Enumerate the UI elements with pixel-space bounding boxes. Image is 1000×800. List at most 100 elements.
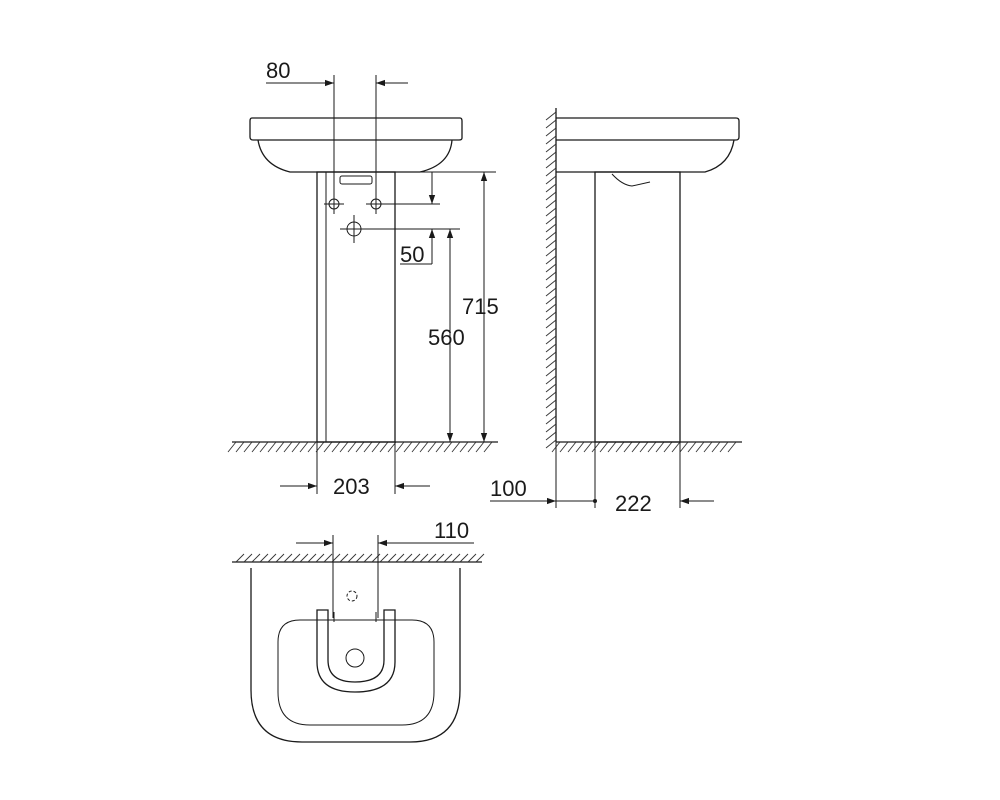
- hatch-line: [235, 441, 245, 453]
- hatch-line: [663, 441, 673, 453]
- hatch-line: [267, 441, 277, 453]
- hatch-line: [545, 391, 557, 401]
- hatch-line: [545, 127, 557, 137]
- dim-label-50: 50: [400, 242, 424, 267]
- hatch-line: [323, 553, 333, 563]
- side-wall: [545, 108, 557, 449]
- hatch-line: [591, 441, 601, 453]
- hatch-line: [243, 553, 253, 563]
- hatch-line: [545, 431, 557, 441]
- hatch-line: [545, 383, 557, 393]
- dim-label-222: 222: [615, 491, 652, 516]
- hatch-line: [545, 327, 557, 337]
- hatch-line: [395, 441, 405, 453]
- hatch-line: [545, 159, 557, 169]
- hatch-line: [545, 199, 557, 209]
- hatch-line: [427, 553, 437, 563]
- hatch-line: [545, 287, 557, 297]
- front-pipe-connections: [324, 194, 386, 243]
- hatch-line: [671, 441, 681, 453]
- hatch-line: [291, 553, 301, 563]
- hatch-line: [545, 303, 557, 313]
- dim-pipe-offset: 50: [362, 171, 496, 267]
- front-floor: [227, 441, 498, 453]
- hatch-line: [443, 441, 453, 453]
- hatch-line: [545, 247, 557, 257]
- hatch-line: [545, 151, 557, 161]
- front-basin: [249, 117, 463, 173]
- hatch-line: [291, 441, 301, 453]
- hatch-line: [243, 441, 253, 453]
- hatch-line: [545, 255, 557, 265]
- hatch-line: [545, 231, 557, 241]
- hatch-line: [331, 441, 341, 453]
- hatch-line: [607, 441, 617, 453]
- hatch-line: [323, 441, 333, 453]
- hatch-line: [545, 407, 557, 417]
- hatch-line: [545, 415, 557, 425]
- hatch-line: [435, 553, 445, 563]
- side-floor: [551, 441, 742, 453]
- hatch-line: [419, 553, 429, 563]
- hatch-line: [299, 441, 309, 453]
- front-view: 80 50 560 715 203: [227, 58, 499, 499]
- dim-outlet-height: 560: [428, 229, 465, 442]
- hatch-line: [545, 319, 557, 329]
- hatch-line: [545, 335, 557, 345]
- hatch-line: [379, 441, 389, 453]
- dim-label-715: 715: [462, 294, 499, 319]
- hatch-line: [395, 553, 405, 563]
- hatch-line: [435, 441, 445, 453]
- plan-view: 110: [232, 518, 485, 743]
- hatch-line: [379, 553, 389, 563]
- hatch-line: [459, 553, 469, 563]
- dim-label-560: 560: [428, 325, 465, 350]
- dim-tap-spacing: 80: [266, 58, 408, 210]
- hatch-line: [647, 441, 657, 453]
- front-pedestal: [316, 171, 396, 443]
- hatch-line: [545, 399, 557, 409]
- hatch-line: [339, 441, 349, 453]
- dim-label-203: 203: [333, 474, 370, 499]
- dim-pedestal-width: 203: [280, 442, 430, 499]
- side-pedestal: [594, 171, 681, 443]
- hatch-line: [427, 441, 437, 453]
- hatch-line: [251, 553, 261, 563]
- hatch-line: [387, 553, 397, 563]
- hatch-line: [363, 553, 373, 563]
- hatch-line: [259, 553, 269, 563]
- hatch-line: [583, 441, 593, 453]
- hatch-line: [483, 441, 493, 453]
- hatch-line: [467, 441, 477, 453]
- hatch-line: [545, 215, 557, 225]
- hatch-line: [227, 441, 237, 453]
- hatch-line: [719, 441, 729, 453]
- dim-label-110: 110: [434, 518, 469, 543]
- hatch-line: [559, 441, 569, 453]
- hatch-line: [545, 423, 557, 433]
- hatch-line: [599, 441, 609, 453]
- hatch-line: [283, 441, 293, 453]
- hatch-line: [545, 143, 557, 153]
- hatch-line: [355, 553, 365, 563]
- hatch-line: [545, 175, 557, 185]
- hatch-line: [451, 441, 461, 453]
- hatch-line: [419, 441, 429, 453]
- hatch-line: [545, 111, 557, 121]
- plan-wall: [232, 553, 485, 563]
- hatch-line: [545, 239, 557, 249]
- hatch-line: [403, 553, 413, 563]
- hatch-line: [703, 441, 713, 453]
- hatch-line: [299, 553, 309, 563]
- hatch-line: [545, 167, 557, 177]
- hatch-line: [467, 553, 477, 563]
- hatch-line: [315, 553, 325, 563]
- hatch-line: [307, 441, 317, 453]
- hatch-line: [545, 119, 557, 129]
- hatch-line: [545, 135, 557, 145]
- hatch-line: [339, 553, 349, 563]
- hatch-line: [411, 553, 421, 563]
- plan-pedestal: [316, 590, 396, 693]
- hatch-line: [443, 553, 453, 563]
- dim-plan-opening: 110: [296, 518, 474, 618]
